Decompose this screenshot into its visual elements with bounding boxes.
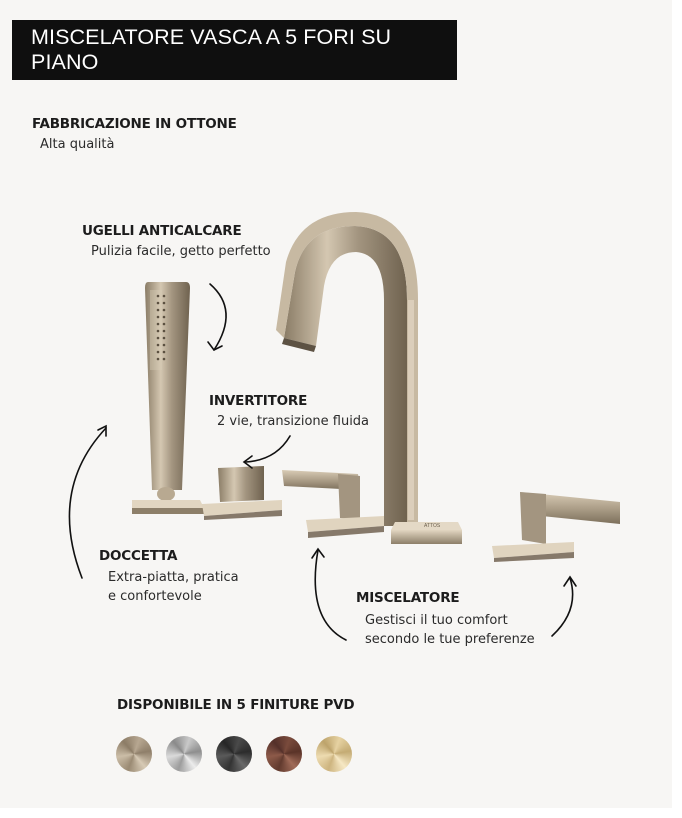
title-banner: MISCELATORE VASCA A 5 FORI SU PIANO bbox=[12, 20, 457, 80]
feature-brass-desc: Alta qualità bbox=[40, 137, 115, 152]
finish-swatch-gunmetal[interactable] bbox=[216, 736, 252, 772]
finish-swatch-copper[interactable] bbox=[266, 736, 302, 772]
diverter-knob bbox=[202, 466, 282, 520]
feature-mixer-title: MISCELATORE bbox=[356, 590, 460, 606]
feature-handshower-desc-line2: e confortevole bbox=[108, 589, 202, 604]
hand-shower bbox=[132, 282, 204, 514]
finishes-title: DISPONIBILE IN 5 FINITURE PVD bbox=[117, 697, 355, 713]
nozzle-pattern bbox=[156, 294, 166, 361]
feature-diverter-desc: 2 vie, transizione fluida bbox=[217, 414, 370, 429]
feature-mixer-desc-line2: secondo le tue preferenze bbox=[365, 632, 535, 647]
diverter-arrow bbox=[245, 435, 291, 463]
mixer-handle-left bbox=[282, 470, 384, 538]
finish-swatch-brushed-brass[interactable] bbox=[116, 736, 152, 772]
feature-nozzles-title: UGELLI ANTICALCARE bbox=[82, 223, 242, 239]
handshower-arrow bbox=[68, 427, 107, 579]
mixer-handle-right bbox=[492, 492, 620, 562]
feature-handshower-desc-line1: Extra-piatta, pratica bbox=[108, 570, 239, 585]
nozzles-arrow bbox=[209, 283, 227, 351]
product-infographic: MISCELATORE VASCA A 5 FORI SU PIANO bbox=[0, 0, 672, 808]
finish-swatches bbox=[116, 736, 352, 772]
finish-swatch-gold[interactable] bbox=[316, 736, 352, 772]
spout-brand-mark: ATTOS bbox=[424, 523, 441, 529]
finish-swatch-brushed-steel[interactable] bbox=[166, 736, 202, 772]
feature-mixer-desc-line1: Gestisci il tuo comfort bbox=[365, 613, 508, 628]
callout-arrows bbox=[68, 283, 577, 641]
feature-diverter-title: INVERTITORE bbox=[209, 393, 308, 409]
page-title: MISCELATORE VASCA A 5 FORI SU PIANO bbox=[31, 25, 392, 74]
feature-handshower-title: DOCCETTA bbox=[99, 548, 178, 564]
mixer-arrow-right bbox=[551, 577, 574, 637]
faucet-set-illustration: ATTOS bbox=[68, 212, 620, 641]
feature-nozzles-desc: Pulizia facile, getto perfetto bbox=[91, 244, 271, 259]
spout: ATTOS bbox=[276, 212, 462, 544]
feature-brass-title: FABBRICAZIONE IN OTTONE bbox=[32, 116, 237, 132]
mixer-arrow-left bbox=[314, 549, 347, 641]
